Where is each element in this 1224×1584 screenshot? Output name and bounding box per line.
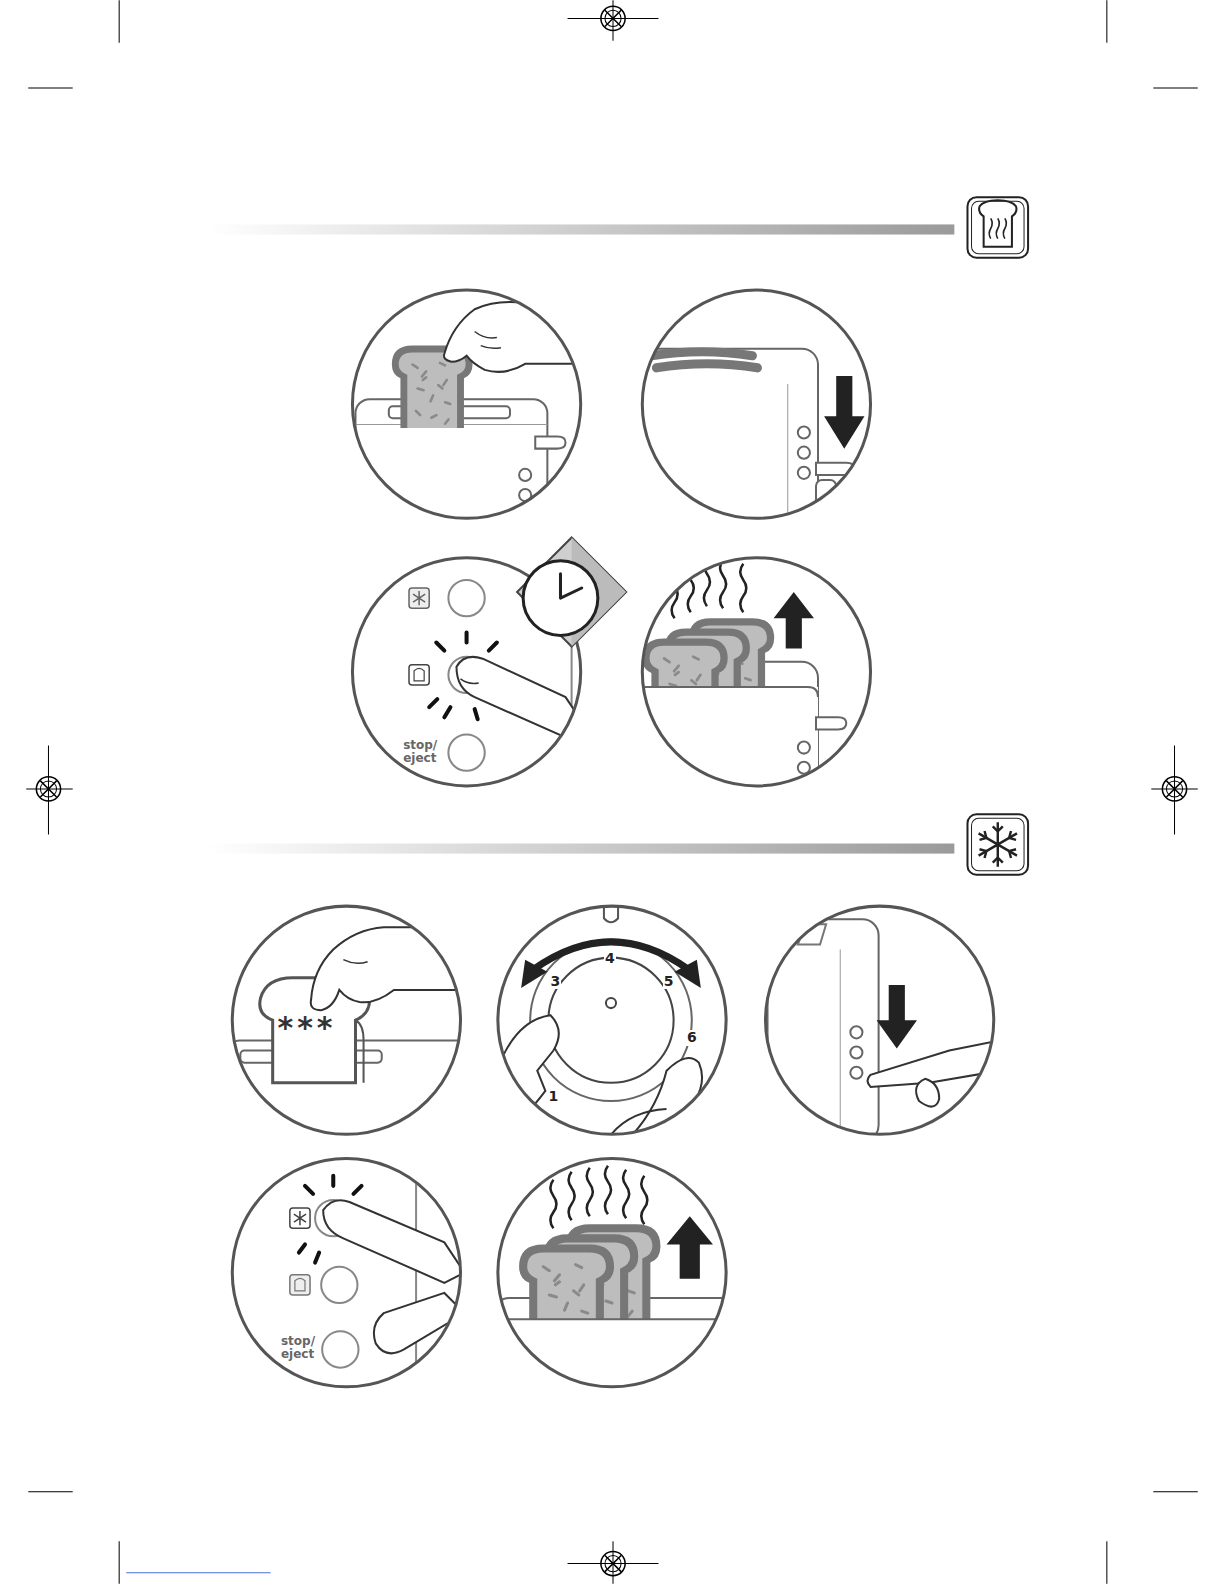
frozen-mark: *** (276, 1011, 337, 1044)
dial-number: 1 (548, 1089, 560, 1104)
button-label: stop/ eject (280, 1335, 324, 1361)
dial-number: 4 (604, 951, 616, 966)
dial-number: 5 (663, 974, 675, 989)
dial-number: 6 (686, 1030, 698, 1045)
dial-number: 3 (550, 974, 562, 989)
button-label: stop/ eject (402, 739, 446, 765)
